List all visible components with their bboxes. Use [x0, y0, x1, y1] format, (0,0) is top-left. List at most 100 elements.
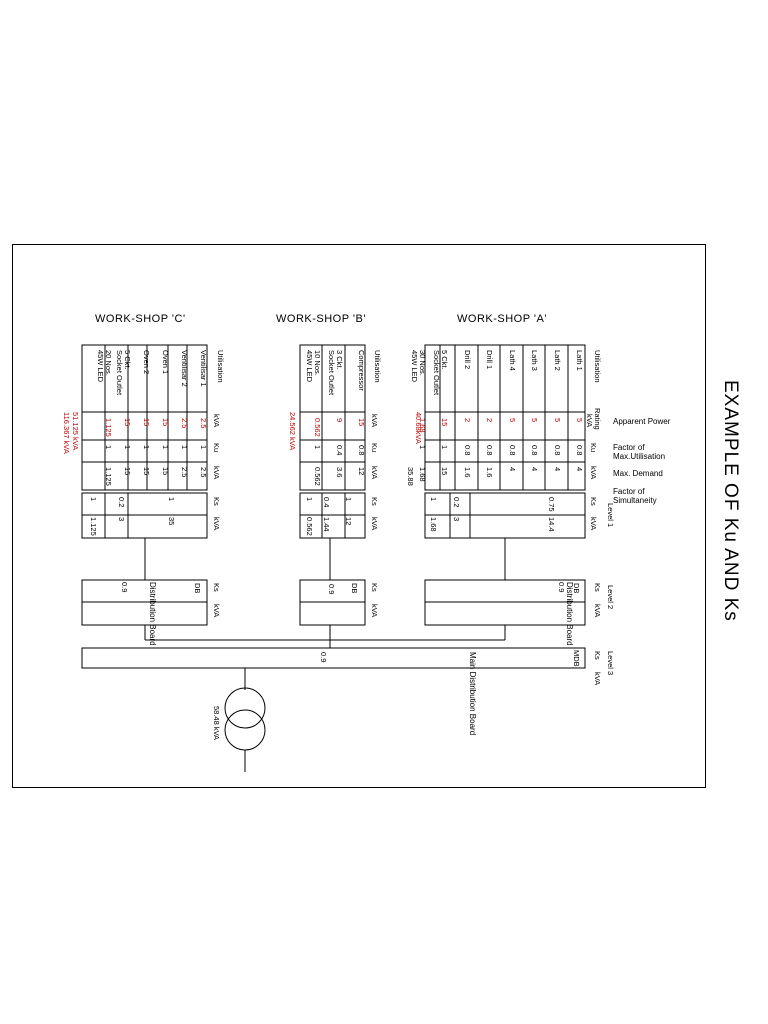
legend-level-1: Level 1 [606, 503, 615, 528]
workshop-b-title: WORK-SHOP 'B' [276, 313, 366, 325]
workshop-b-item-2-name: 10 Nos. 45W LED [305, 350, 322, 383]
workshop-a-item-1-kva2: 4 [552, 467, 562, 472]
workshop-b-item-0-name: Compressor [357, 350, 366, 391]
header-kva3-a: kVA [589, 517, 598, 531]
header-ks-c: Ks [212, 497, 221, 506]
workshop-a-item-4-name: Drill 1 [485, 350, 494, 370]
workshop-a-item-6-kva: 15 [440, 418, 449, 427]
workshop-b-item-0-kva: 15 [357, 418, 366, 427]
legend-factor-sim-2: Simultaneity [613, 496, 657, 505]
header-utilisation-b: Utilisation [373, 350, 382, 383]
header-ks-a: Ks [589, 497, 598, 506]
ws-a-table [424, 344, 586, 491]
workshop-a-item-5-ku: 0.8 [462, 445, 472, 456]
header-ks-l2-a: Ks [593, 583, 602, 592]
workshop-b-item-0-kva2: 12 [357, 467, 366, 476]
workshop-a-item-4-ku: 0.8 [485, 445, 494, 456]
workshop-c-item-0-name: Ventilisar 1 [199, 350, 208, 387]
workshop-c-total-kva: 51.125 kVA [71, 412, 80, 451]
workshop-a-item-0-ku: 0.8 [575, 445, 584, 456]
header-kva-a: kVA [585, 414, 594, 428]
header-mdb: MDB [572, 650, 581, 667]
page-title: EXAMPLE OF Ku AND Ks [720, 380, 741, 622]
workshop-a-item-3-kva2: 4 [507, 467, 517, 472]
workshop-c-item-3-name: Oven 2 [142, 350, 151, 375]
workshop-a-item-6-kva2: 15 [440, 467, 449, 476]
header-ku-b: Ku [370, 443, 379, 453]
workshop-c-item-0-kva: 2.5 [199, 418, 208, 429]
workshop-c-item-0-kva2: 2.5 [199, 467, 208, 478]
legend-level-3: Level 3 [606, 651, 615, 676]
header-utilisation-a: Utilisation [593, 350, 602, 383]
header-kva2-b: kVA [370, 466, 379, 480]
drawing-frame [12, 244, 706, 788]
workshop-a-item-3-kva: 5 [507, 418, 517, 423]
legend-factor-max-2: Max.Utilisation [613, 452, 666, 461]
header-kva-l2-a: kVA [593, 604, 602, 618]
legend-apparent-power: Apparent Power [613, 417, 671, 426]
workshop-c-item-1-kva2: 2.5 [180, 467, 189, 478]
legend-level-2: Level 2 [606, 585, 615, 610]
workshop-b-item-2-kva: 0.562 [313, 418, 322, 437]
workshop-c-ks_kva-0: 35 [167, 517, 176, 526]
workshop-a-item-5-kva2: 1.6 [462, 467, 472, 478]
workshop-b-ks-2: 1 [305, 497, 314, 502]
workshop-c-ks-0: 1 [167, 497, 176, 502]
workshop-b-item-2-ku: 1 [313, 445, 322, 450]
workshop-c-item-0-ku: 1 [199, 445, 208, 450]
transformer-coil-1 [224, 687, 266, 729]
workshop-b-item-1-kva2: 3.6 [335, 467, 344, 478]
workshop-c-item-5-kva: 1.125 [104, 418, 113, 437]
workshop-b-ks_kva-2: 0.562 [305, 517, 314, 536]
workshop-a-item-2-kva2: 4 [530, 467, 539, 472]
workshop-a-ks-2: 1 [429, 497, 438, 502]
workshop-c-item-2-name: Oven 1 [161, 350, 170, 375]
workshop-a-item-5-name: Drill 2 [462, 350, 472, 370]
workshop-c-title: WORK-SHOP 'C' [95, 313, 186, 325]
workshop-b-item-0-ku: 0.8 [357, 445, 366, 456]
workshop-a-item-6-ku: 1 [440, 445, 449, 450]
workshop-c-item-2-kva: 15 [161, 418, 170, 427]
workshop-a-title: WORK-SHOP 'A' [457, 313, 547, 325]
workshop-a-item-4-kva: 2 [485, 418, 494, 423]
workshop-b-ks_kva-1: 1.44 [322, 517, 331, 532]
workshop-a-ks_kva-0: 14.4 [547, 517, 556, 532]
workshop-b-ks-0: 1 [344, 497, 353, 502]
workshop-a-item-1-ku: 0.8 [552, 445, 562, 456]
workshop-c-item-3-kva: 15 [142, 418, 151, 427]
workshop-a-item-3-name: Lath 4 [507, 350, 517, 371]
header-ku-a: Ku [589, 443, 598, 453]
header-kva-b: kVA [370, 414, 379, 428]
workshop-a-item-1-name: Lath 2 [552, 350, 562, 371]
workshop-c-item-4-kva: 15 [123, 418, 132, 427]
header-ks-l2-c: Ks [212, 583, 221, 592]
db-a-ks: 0.9 [557, 582, 566, 593]
workshop-a-item-7-name: 30 Nos. 45W LED [409, 350, 427, 383]
ws-b-table [299, 344, 366, 491]
workshop-c-item-5-kva2: 1.125 [104, 467, 113, 486]
workshop-a-ks_kva-2: 1.68 [429, 517, 438, 532]
workshop-a-item-3-ku: 0.8 [507, 445, 517, 456]
workshop-a-item-4-kva2: 1.6 [485, 467, 494, 478]
db-b-ks: 0.9 [327, 584, 336, 595]
header-db-c: DB [193, 583, 202, 594]
workshop-c-item-2-ku: 1 [161, 445, 170, 450]
workshop-c-item-2-kva2: 15 [161, 467, 170, 476]
workshop-c-item-4-kva2: 15 [123, 467, 132, 476]
mdb-ks: 0.9 [319, 652, 328, 663]
workshop-c-ks-1: 0.2 [117, 497, 126, 508]
transformer-kva: 58.48 kVA [212, 706, 221, 741]
workshop-c-item-1-kva: 2.5 [180, 418, 189, 429]
workshop-b-item-1-kva: 9 [335, 418, 344, 423]
workshop-b-total-kva: 24.562 kVA [288, 412, 297, 451]
header-kva2-a: kVA [589, 466, 598, 480]
workshop-a-item-7-ku: 1 [417, 445, 427, 450]
legend-factor-sim-1: Factor of [613, 487, 645, 496]
workshop-a-ks-0: 0.75 [547, 497, 556, 512]
workshop-b-ks_kva-0: 12 [344, 517, 353, 526]
header-kva-l2-c: kVA [212, 604, 221, 618]
header-kva-l2-b: kVA [370, 604, 379, 618]
header-kva3-c: kVA [212, 517, 221, 531]
workshop-c-ks-2: 1 [89, 497, 98, 502]
